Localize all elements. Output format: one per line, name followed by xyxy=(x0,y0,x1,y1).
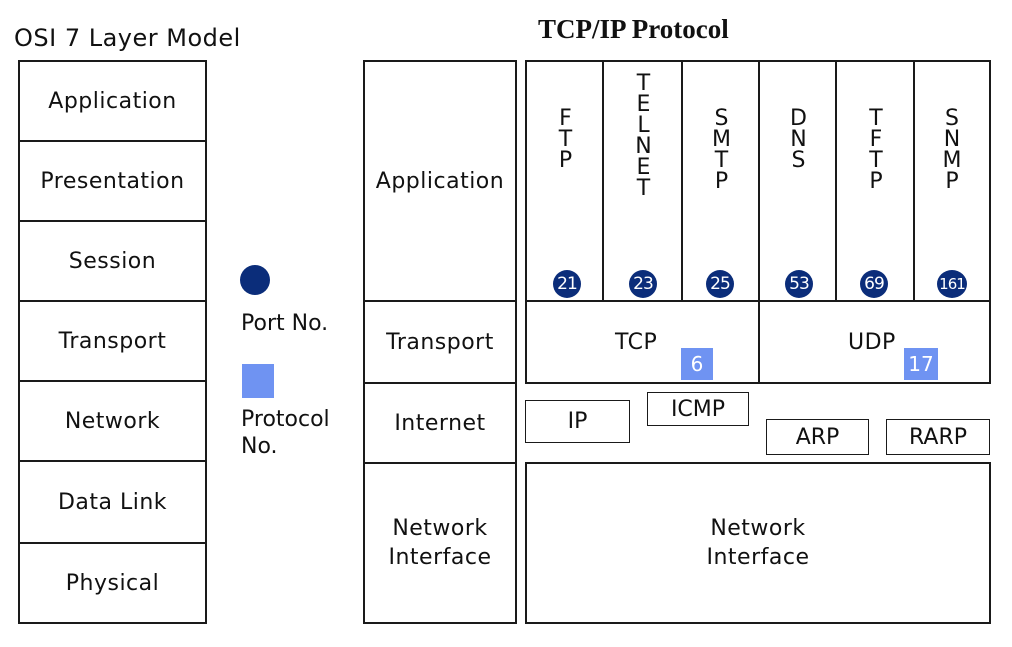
tcpip-layer-transport: Transport xyxy=(363,300,517,384)
protocol-dns-letter: D xyxy=(790,106,807,131)
port-badge-telnet: 23 xyxy=(629,270,657,298)
protocol-tftp-letter: T xyxy=(869,106,883,131)
transport-protocols-block: TCP 6 UDP 17 xyxy=(525,300,991,384)
app-protocols-block: F T P 21 T E L N E T 23 S M T P 25 D N S xyxy=(525,60,991,302)
legend-protocol-label: Protocol No. xyxy=(241,406,330,460)
osi-layer-stack: Application Presentation Session Transpo… xyxy=(18,60,207,624)
tcpip-layer-internet: Internet xyxy=(363,382,517,464)
protocol-telnet-letter: T xyxy=(636,71,651,96)
osi-layer-physical: Physical xyxy=(18,542,207,624)
protocol-smtp-letter: S xyxy=(714,106,729,131)
legend-port-circle xyxy=(240,265,270,295)
tcpip-layer-network-interface-line2: Interface xyxy=(388,545,492,570)
protocol-ftp-letter: F xyxy=(559,106,572,131)
tcpip-layer-network-interface: Network Interface xyxy=(363,462,517,624)
transport-tcp-label: TCP xyxy=(615,330,658,355)
protocol-snmp: S N M P 161 xyxy=(915,62,989,300)
protocol-no-badge-udp: 17 xyxy=(904,348,938,380)
osi-layer-transport: Transport xyxy=(18,300,207,382)
protocol-telnet-letter: T xyxy=(636,176,651,201)
port-badge-ftp: 21 xyxy=(553,270,581,298)
protocol-smtp-letter: P xyxy=(714,169,729,194)
protocol-tftp-letter: F xyxy=(869,127,883,152)
internet-icmp-box: ICMP xyxy=(647,392,749,426)
internet-ip-box: IP xyxy=(525,400,630,443)
protocol-telnet-letter: N xyxy=(635,134,652,159)
protocol-snmp-name: S N M P xyxy=(915,106,989,194)
legend-port-label: Port No. xyxy=(241,311,329,336)
protocol-smtp: S M T P 25 xyxy=(683,62,760,300)
transport-udp-label: UDP xyxy=(848,330,896,355)
protocol-telnet-letter: E xyxy=(636,155,651,180)
protocol-ftp-name: F T P xyxy=(527,106,604,173)
network-interface-line2: Interface xyxy=(706,545,810,570)
protocol-dns-name: D N S xyxy=(760,106,837,173)
network-interface-box: Network Interface xyxy=(525,462,991,624)
port-badge-snmp: 161 xyxy=(937,270,967,298)
protocol-ftp: F T P 21 xyxy=(527,62,604,300)
protocol-telnet-letter: E xyxy=(636,92,651,117)
protocol-tftp: T F T P 69 xyxy=(837,62,915,300)
transport-udp: UDP 17 xyxy=(760,300,989,382)
tcpip-layer-application: Application xyxy=(363,60,517,302)
transport-tcp: TCP 6 xyxy=(527,300,760,382)
protocol-tftp-letter: P xyxy=(869,169,883,194)
legend-protocol-square xyxy=(242,364,274,398)
protocol-dns: D N S 53 xyxy=(760,62,837,300)
internet-arp-box: ARP xyxy=(766,419,869,455)
protocol-snmp-letter: P xyxy=(945,169,959,194)
osi-layer-session: Session xyxy=(18,220,207,302)
osi-layer-application: Application xyxy=(18,60,207,142)
tcpip-title: TCP/IP Protocol xyxy=(538,14,729,44)
protocol-ftp-letter: T xyxy=(558,127,573,152)
protocol-telnet: T E L N E T 23 xyxy=(604,62,683,300)
protocol-tftp-letter: T xyxy=(869,148,883,173)
protocol-dns-letter: N xyxy=(790,127,807,152)
protocol-snmp-letter: N xyxy=(943,127,961,152)
protocol-telnet-letter: L xyxy=(637,113,650,138)
protocol-telnet-name: T E L N E T xyxy=(604,71,683,201)
internet-rarp-box: RARP xyxy=(886,419,990,455)
network-interface-line1: Network xyxy=(710,516,806,541)
tcpip-layer-network-interface-line1: Network xyxy=(392,516,488,541)
port-badge-dns: 53 xyxy=(785,270,813,298)
protocol-no-badge-tcp: 6 xyxy=(681,348,713,380)
protocol-tftp-name: T F T P xyxy=(837,106,915,194)
legend-protocol-label-line1: Protocol xyxy=(241,407,330,432)
protocol-smtp-name: S M T P xyxy=(683,106,760,194)
osi-layer-presentation: Presentation xyxy=(18,140,207,222)
osi-layer-data-link: Data Link xyxy=(18,460,207,544)
protocol-snmp-letter: M xyxy=(942,148,962,173)
protocol-smtp-letter: T xyxy=(714,148,729,173)
port-badge-smtp: 25 xyxy=(706,270,734,298)
legend-protocol-label-line2: No. xyxy=(241,434,278,459)
port-badge-tftp: 69 xyxy=(860,270,888,298)
osi-layer-network: Network xyxy=(18,380,207,462)
osi-title: OSI 7 Layer Model xyxy=(14,24,241,52)
protocol-dns-letter: S xyxy=(791,148,806,173)
protocol-ftp-letter: P xyxy=(558,148,573,173)
protocol-smtp-letter: M xyxy=(712,127,731,152)
protocol-snmp-letter: S xyxy=(945,106,959,131)
